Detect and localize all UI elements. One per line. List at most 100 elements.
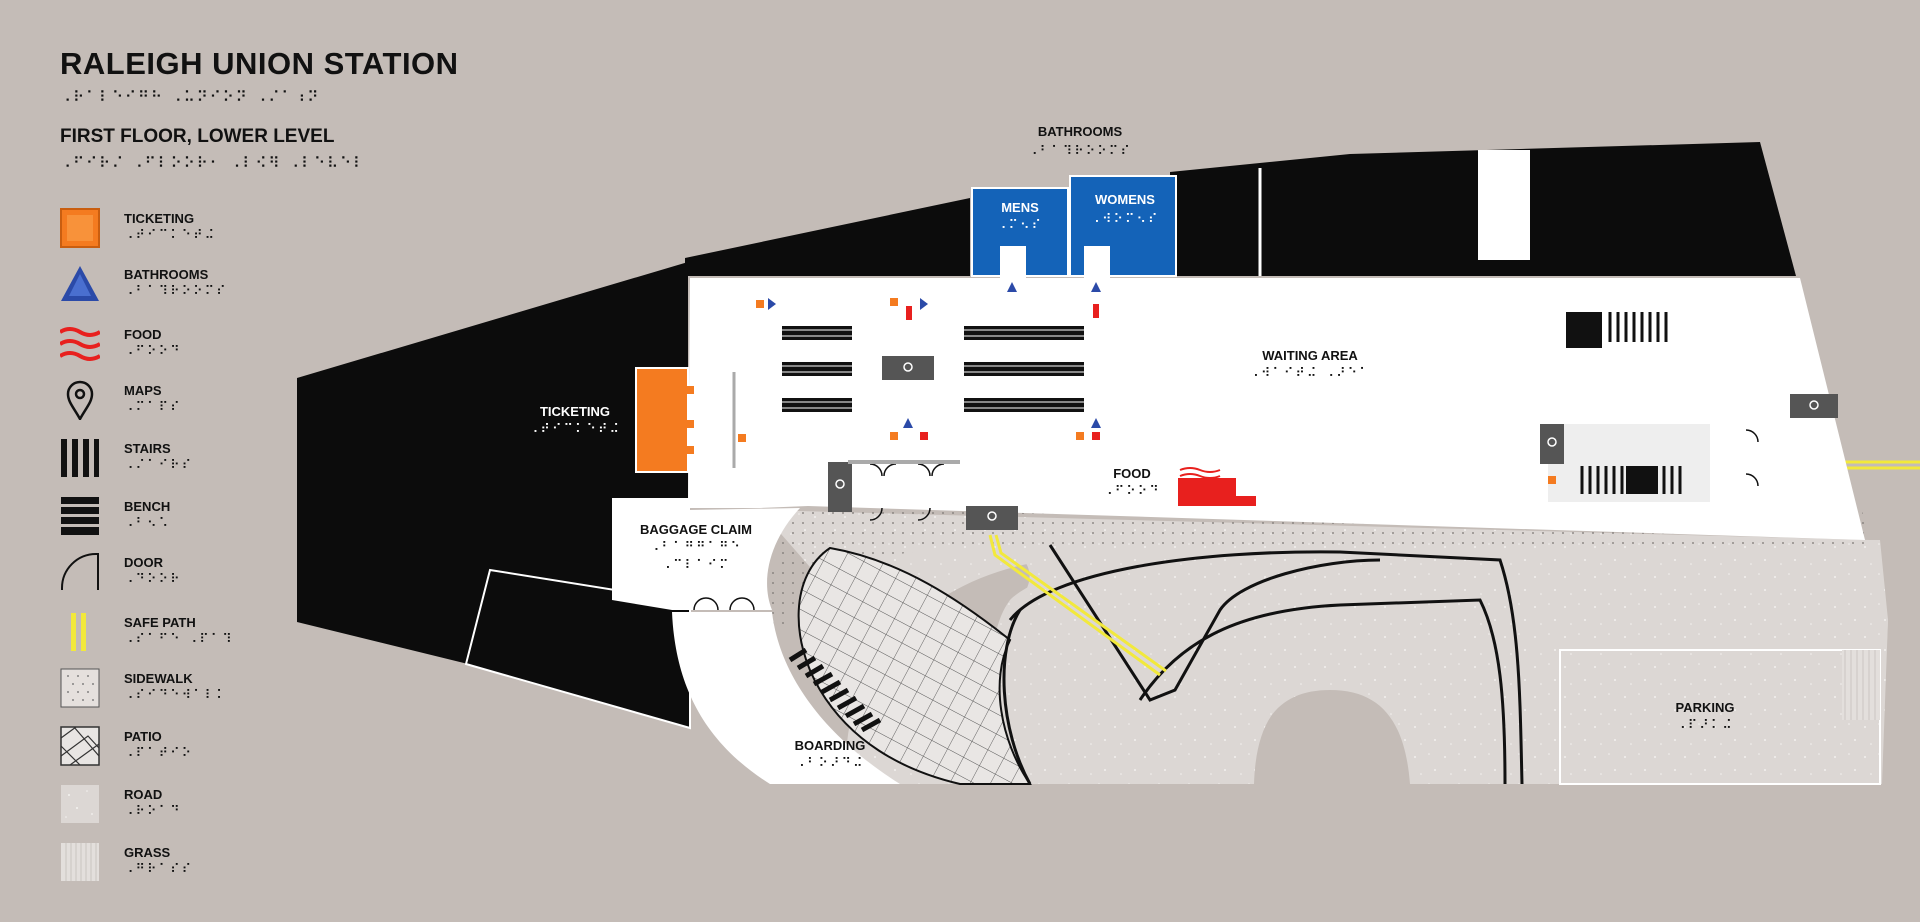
baggage-claim-floor [612,498,800,610]
ticketing-braille: ⠠⠞⠊⠉⠅⠑⠞⠬ [528,422,622,437]
floor-subtitle: FIRST FLOOR, LOWER LEVEL [60,126,335,147]
ticket-kiosk [686,386,694,394]
baggage-claim-braille-line2: ⠠⠉⠇⠁⠊⠍ [661,558,731,573]
sidewalk-icon [60,668,100,708]
legend-label: FOOD [124,327,162,342]
road-curb [1008,550,1524,785]
legend-label: DOOR [124,555,163,570]
legend-braille: ⠠⠌⠁⠊⠗⠎ [124,458,194,473]
legend-item-safe-path: SAFE PATH ⠠⠎⠁⠋⠑ ⠠⠏⠁⠹ [60,610,300,660]
map-kiosk [966,506,1018,530]
bathrooms-braille: ⠠⠃⠁⠹⠗⠕⠕⠍⠎ [1028,144,1132,159]
road-icon [61,785,99,823]
boarding-area-floor [672,612,900,784]
legend-label: GRASS [124,845,171,860]
map-title-braille: ⠠⠗⠁⠇⠑⠊⠛⠓ ⠠⠥⠝⠊⠕⠝ ⠠⠌⠁⠰⠝ [60,88,321,106]
bench-icon [61,497,99,535]
bathrooms-icon [61,266,99,301]
building-north-wall [685,198,970,276]
legend-item-food: FOOD ⠠⠋⠕⠕⠙ [60,322,300,372]
legend-item-ticketing: TICKETING ⠠⠞⠊⠉⠅⠑⠞⠬ [60,206,300,256]
food-icon [60,327,100,361]
safe-path [988,534,1161,677]
legend-label: SIDEWALK [124,671,193,686]
legend-braille: ⠠⠎⠁⠋⠑ ⠠⠏⠁⠹ [124,632,234,647]
directional-sign [1076,418,1101,440]
legend-label: BENCH [124,499,171,514]
food-braille: ⠠⠋⠕⠕⠙ [1103,484,1161,499]
boarding-stairs [788,647,882,733]
legend-item-bathrooms: BATHROOMS ⠠⠃⠁⠹⠗⠕⠕⠍⠎ [60,262,300,312]
legend-label: PATIO [124,729,162,744]
food-label: FOOD [1113,466,1151,481]
legend-label: STAIRS [124,441,171,456]
legend-braille: ⠠⠏⠁⠞⠊⠕ [124,746,194,761]
ticket-kiosk [686,420,694,428]
map-title: RALEIGH UNION STATION [60,46,459,81]
mens-label: MENS [1001,200,1039,215]
legend-label: ROAD [124,787,163,802]
boarding-label: BOARDING [794,738,866,753]
stairs-icon [61,439,99,477]
legend-braille: ⠠⠛⠗⠁⠎⠎ [124,862,194,877]
grass-icon [61,843,99,881]
road-curb [1002,609,1032,785]
boarding-braille: ⠠⠃⠕⠜⠙⠬ [795,756,865,771]
safe-path [994,534,1167,673]
legend-label: BATHROOMS [124,267,209,282]
grass-strip [1842,650,1880,720]
waiting-area-braille: ⠠⠺⠁⠊⠞⠬ ⠠⠜⠑⠁ [1249,366,1371,381]
legend-braille: ⠠⠗⠕⠁⠙ [124,804,182,819]
bathroom-corridor [1000,246,1026,280]
legend-item-sidewalk: SIDEWALK ⠠⠎⠊⠙⠑⠺⠁⠇⠅ [60,666,300,716]
legend-item-grass: GRASS ⠠⠛⠗⠁⠎⠎ [60,840,300,890]
parking-lot [1559,649,1881,785]
legend-braille: ⠠⠋⠕⠕⠙ [124,344,182,359]
legend-item-maps: MAPS ⠠⠍⠁⠏⠎ [60,378,300,428]
interior-wall [848,460,960,464]
parking-braille: ⠠⠏⠜⠅⠬ [1676,718,1734,733]
legend-braille: ⠠⠎⠊⠙⠑⠺⠁⠇⠅ [124,688,228,703]
baggage-claim-braille: ⠠⠃⠁⠛⠛⠁⠛⠑ [649,540,743,555]
food-sign [1179,467,1221,479]
legend-braille: ⠠⠍⠁⠏⠎ [124,400,182,415]
legend-label: MAPS [124,383,162,398]
legend-item-patio: PATIO ⠠⠏⠁⠞⠊⠕ [60,724,300,774]
legend-braille: ⠠⠃⠢⠡ [124,516,171,531]
ticketing-icon [60,208,100,248]
directional-sign [756,298,776,310]
baggage-claim-label: BAGGAGE CLAIM [640,522,752,537]
food-counter [1236,496,1256,506]
ticketing-counter [635,367,689,473]
safe-path-icon [71,613,86,651]
ticketing-label: TICKETING [539,404,611,419]
legend-item-door: DOOR ⠠⠙⠕⠕⠗ [60,550,300,600]
legend-item-stairs: STAIRS ⠠⠌⠁⠊⠗⠎ [60,436,300,486]
legend-braille: ⠠⠙⠕⠕⠗ [124,572,182,587]
map-kiosk [828,462,852,512]
building-north-chase [1478,150,1530,260]
bathroom-corridor [1084,246,1110,280]
legend-braille: ⠠⠞⠊⠉⠅⠑⠞⠬ [124,228,217,243]
legend-braille: ⠠⠃⠁⠹⠗⠕⠕⠍⠎ [124,284,228,299]
directional-sign [890,418,928,440]
ticket-kiosk [686,446,694,454]
legend-label: SAFE PATH [124,615,196,630]
road-curb [1138,598,1507,785]
mens-braille: ⠠⠍⠢⠎ [996,218,1044,233]
stairs-north [1566,312,1668,348]
food-counter [1178,478,1236,506]
bathrooms-label: BATHROOMS [1037,124,1123,139]
legend-item-road: ROAD ⠠⠗⠕⠁⠙ [60,782,300,832]
map-kiosk [1790,394,1838,418]
womens-braille: ⠠⠺⠕⠍⠢⠎ [1090,212,1160,227]
map-kiosk [882,356,934,380]
waiting-area-label: WAITING AREA [1262,348,1358,363]
parking-label: PARKING [1675,700,1735,715]
legend-item-bench: BENCH ⠠⠃⠢⠡ [60,494,300,544]
door-set [693,429,1759,611]
legend-label: TICKETING [124,211,195,226]
directional-sign [890,298,928,320]
map-pin-icon [66,380,94,420]
